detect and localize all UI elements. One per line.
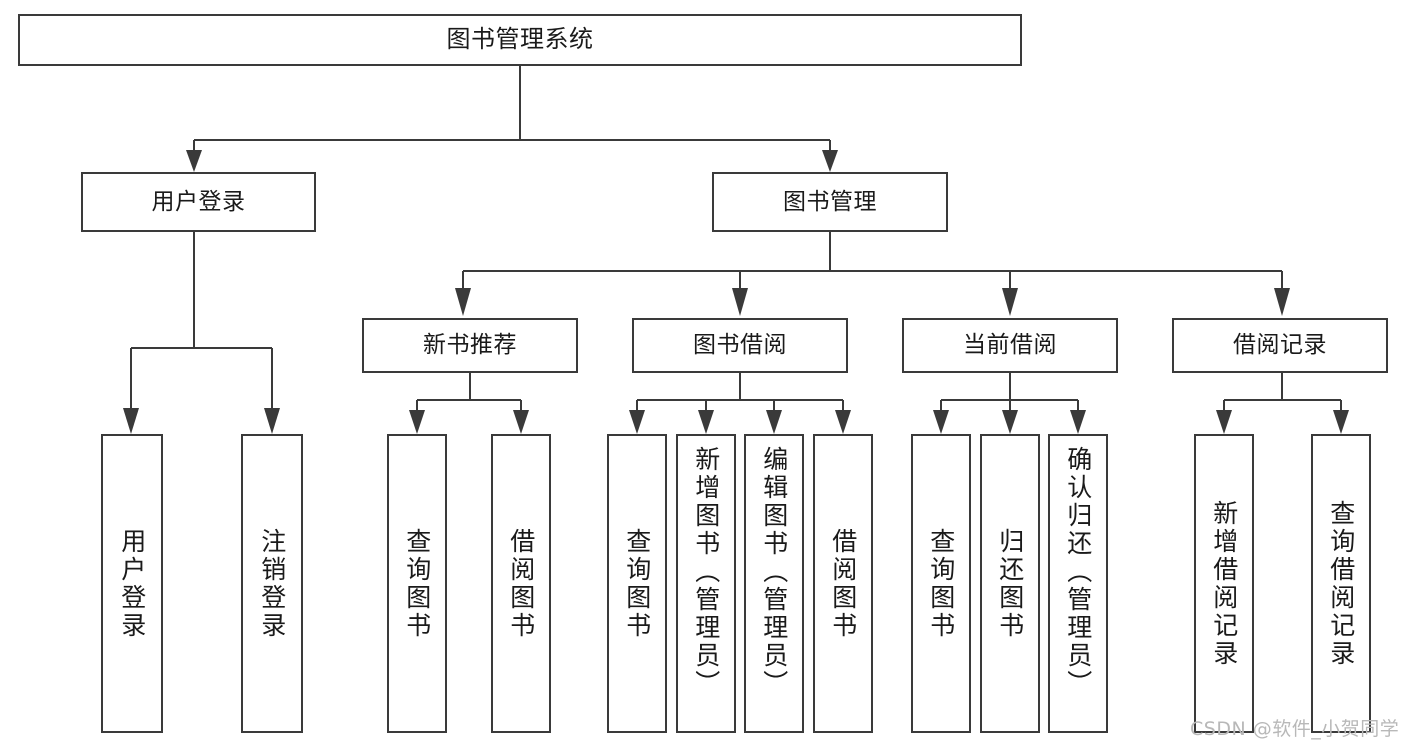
node-leaf-query-book-2[interactable]: 查询图书	[607, 434, 667, 733]
node-leaf-add-book-label: 新增图书（管理员）	[691, 446, 721, 698]
node-book-borrow[interactable]: 图书借阅	[632, 318, 848, 373]
node-user-login-label: 用户登录	[151, 188, 246, 215]
node-leaf-return-book[interactable]: 归还图书	[980, 434, 1040, 733]
node-leaf-confirm-return-label: 确认归还（管理员）	[1063, 446, 1093, 698]
node-leaf-query-book-3[interactable]: 查询图书	[911, 434, 971, 733]
node-book-borrow-label: 图书借阅	[693, 332, 787, 359]
node-leaf-query-book-1[interactable]: 查询图书	[387, 434, 447, 733]
node-leaf-add-book[interactable]: 新增图书（管理员）	[676, 434, 736, 733]
node-leaf-query-record[interactable]: 查询借阅记录	[1311, 434, 1371, 733]
node-user-login[interactable]: 用户登录	[81, 172, 316, 232]
node-leaf-query-record-label: 查询借阅记录	[1326, 499, 1356, 668]
node-leaf-borrow-book-1-label: 借阅图书	[506, 527, 536, 640]
node-book-manage[interactable]: 图书管理	[712, 172, 948, 232]
node-leaf-add-record-label: 新增借阅记录	[1209, 499, 1239, 668]
node-leaf-borrow-book-2[interactable]: 借阅图书	[813, 434, 873, 733]
node-leaf-edit-book[interactable]: 编辑图书（管理员）	[744, 434, 804, 733]
node-borrow-record[interactable]: 借阅记录	[1172, 318, 1388, 373]
node-book-manage-label: 图书管理	[783, 188, 877, 215]
node-leaf-user-login-label: 用户登录	[117, 527, 147, 640]
node-current-borrow[interactable]: 当前借阅	[902, 318, 1118, 373]
node-leaf-borrow-book-1[interactable]: 借阅图书	[491, 434, 551, 733]
node-leaf-add-record[interactable]: 新增借阅记录	[1194, 434, 1254, 733]
csdn-watermark: CSDN @软件_小贺同学	[1190, 718, 1400, 740]
node-leaf-user-login[interactable]: 用户登录	[101, 434, 163, 733]
node-leaf-confirm-return[interactable]: 确认归还（管理员）	[1048, 434, 1108, 733]
node-leaf-query-book-3-label: 查询图书	[926, 527, 956, 640]
node-new-book-recommend[interactable]: 新书推荐	[362, 318, 578, 373]
node-leaf-query-book-1-label: 查询图书	[402, 527, 432, 640]
node-root-label: 图书管理系统	[446, 25, 594, 54]
node-leaf-return-book-label: 归还图书	[995, 527, 1025, 640]
node-current-borrow-label: 当前借阅	[963, 332, 1057, 359]
node-leaf-user-logout[interactable]: 注销登录	[241, 434, 303, 733]
node-leaf-edit-book-label: 编辑图书（管理员）	[759, 446, 789, 698]
node-new-book-recommend-label: 新书推荐	[423, 332, 517, 359]
node-leaf-user-logout-label: 注销登录	[257, 527, 287, 640]
node-leaf-borrow-book-2-label: 借阅图书	[828, 527, 858, 640]
node-root[interactable]: 图书管理系统	[18, 14, 1022, 66]
node-leaf-query-book-2-label: 查询图书	[622, 527, 652, 640]
node-borrow-record-label: 借阅记录	[1233, 332, 1327, 359]
